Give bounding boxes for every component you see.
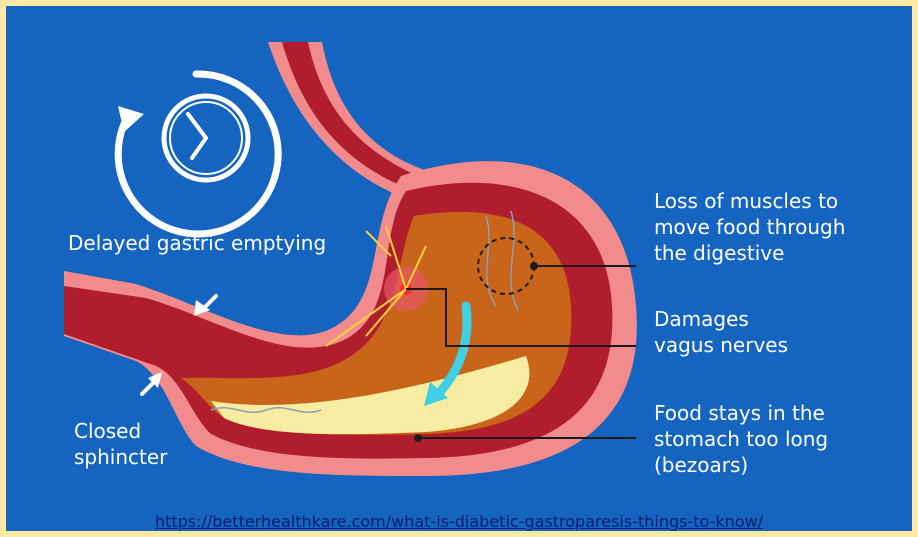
muscle-loss-label: Loss of muscles to move food through the… [654, 188, 845, 266]
closed-sphincter-label: Closed sphincter [74, 418, 167, 470]
diagram-frame: Delayed gastric emptying Closed sphincte… [6, 6, 912, 531]
food-label: Food stays in the stomach too long (bezo… [654, 400, 828, 478]
source-link[interactable]: https://betterhealthkare.com/what-is-dia… [0, 512, 918, 531]
vagus-label: Damages vagus nerves [654, 306, 788, 358]
clock-icon [164, 96, 248, 180]
delayed-emptying-label: Delayed gastric emptying [68, 230, 326, 256]
